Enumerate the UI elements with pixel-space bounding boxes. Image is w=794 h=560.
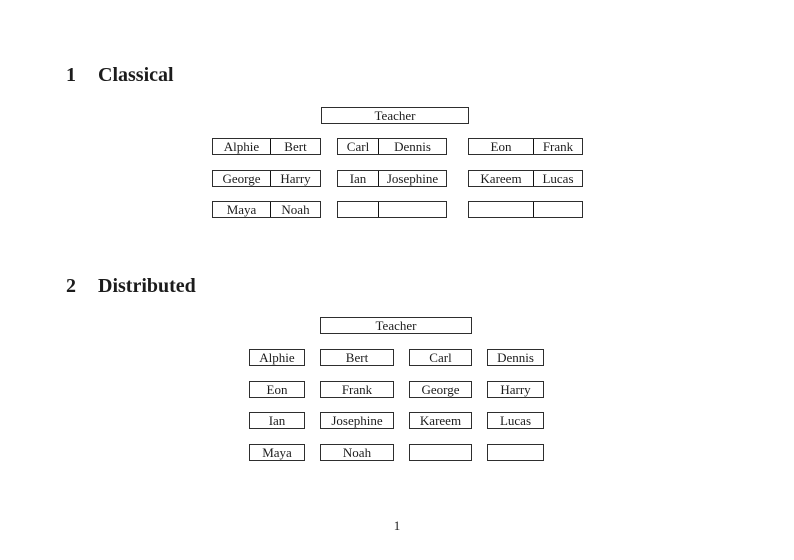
student-name: Eon xyxy=(490,138,512,154)
desk-pair: Kareem Lucas xyxy=(468,170,583,187)
desk-seat: George xyxy=(213,171,271,186)
desk-seat: Josephine xyxy=(379,171,446,186)
student-name: Dennis xyxy=(394,138,431,154)
desk-seat: Bert xyxy=(271,139,320,154)
desk-seat xyxy=(379,202,446,217)
desk-seat: Eon xyxy=(469,139,534,154)
student-name: Carl xyxy=(346,138,370,154)
desk-single: Maya xyxy=(249,444,305,461)
desk-pair: Ian Josephine xyxy=(337,170,447,187)
student-name: Ian xyxy=(268,412,286,428)
desk-pair: George Harry xyxy=(212,170,321,187)
student-name: Kareem xyxy=(419,412,462,428)
student-name: Noah xyxy=(342,444,372,460)
student-name: Harry xyxy=(280,170,311,186)
desk-single: Harry xyxy=(487,381,544,398)
student-name: Bert xyxy=(345,349,369,365)
student-name: Eon xyxy=(266,381,288,397)
student-name: Lucas xyxy=(499,412,532,428)
desk-pair: Carl Dennis xyxy=(337,138,447,155)
student-name: Josephine xyxy=(386,170,439,186)
teacher-label: Teacher xyxy=(375,317,417,333)
section-number: 1 xyxy=(66,64,76,86)
desk-single: Josephine xyxy=(320,412,394,429)
desk-seat xyxy=(534,202,582,217)
desk-single: George xyxy=(409,381,472,398)
desk-seat: Maya xyxy=(213,202,271,217)
section-heading-classical: 1 Classical xyxy=(66,64,174,86)
student-name: Bert xyxy=(284,138,307,154)
desk-pair: Alphie Bert xyxy=(212,138,321,155)
teacher-label: Teacher xyxy=(374,107,416,123)
desk-seat: Lucas xyxy=(534,171,582,186)
desk-seat: Noah xyxy=(271,202,320,217)
student-name: Josephine xyxy=(331,412,383,428)
student-name: Harry xyxy=(500,381,531,397)
section-heading-distributed: 2 Distributed xyxy=(66,275,196,297)
desk-pair: Eon Frank xyxy=(468,138,583,155)
section-title: Distributed xyxy=(98,275,196,297)
student-name: Frank xyxy=(341,381,373,397)
student-name: Alphie xyxy=(223,138,260,154)
student-name: George xyxy=(222,170,261,186)
desk-single: Dennis xyxy=(487,349,544,366)
section-title: Classical xyxy=(98,64,174,86)
desk-single: Bert xyxy=(320,349,394,366)
student-name: Lucas xyxy=(542,170,574,186)
teacher-box-distributed: Teacher xyxy=(320,317,472,334)
student-name: Maya xyxy=(262,444,292,460)
desk-single: Ian xyxy=(249,412,305,429)
student-name: Dennis xyxy=(497,349,534,365)
desk-single: Noah xyxy=(320,444,394,461)
student-name: Kareem xyxy=(480,170,522,186)
desk-single: Lucas xyxy=(487,412,544,429)
desk-single xyxy=(487,444,544,461)
student-name: Ian xyxy=(349,170,367,186)
desk-seat: Carl xyxy=(338,139,379,154)
desk-single xyxy=(409,444,472,461)
teacher-box-classical: Teacher xyxy=(321,107,469,124)
desk-seat: Harry xyxy=(271,171,320,186)
desk-seat: Alphie xyxy=(213,139,271,154)
student-name: Maya xyxy=(226,201,257,217)
desk-pair xyxy=(337,201,447,218)
desk-seat: Ian xyxy=(338,171,379,186)
student-name: George xyxy=(421,381,460,397)
desk-single: Alphie xyxy=(249,349,305,366)
desk-seat xyxy=(338,202,379,217)
desk-single: Frank xyxy=(320,381,394,398)
desk-seat: Frank xyxy=(534,139,582,154)
section-number: 2 xyxy=(66,275,76,297)
student-name: Alphie xyxy=(259,349,295,365)
student-name: Noah xyxy=(281,201,310,217)
desk-single: Kareem xyxy=(409,412,472,429)
desk-seat xyxy=(469,202,534,217)
desk-single: Eon xyxy=(249,381,305,398)
student-name: Carl xyxy=(429,349,452,365)
desk-seat: Dennis xyxy=(379,139,446,154)
desk-pair: Maya Noah xyxy=(212,201,321,218)
desk-pair xyxy=(468,201,583,218)
student-name: Frank xyxy=(542,138,574,154)
desk-single: Carl xyxy=(409,349,472,366)
desk-seat: Kareem xyxy=(469,171,534,186)
page-number: 1 xyxy=(393,518,401,533)
